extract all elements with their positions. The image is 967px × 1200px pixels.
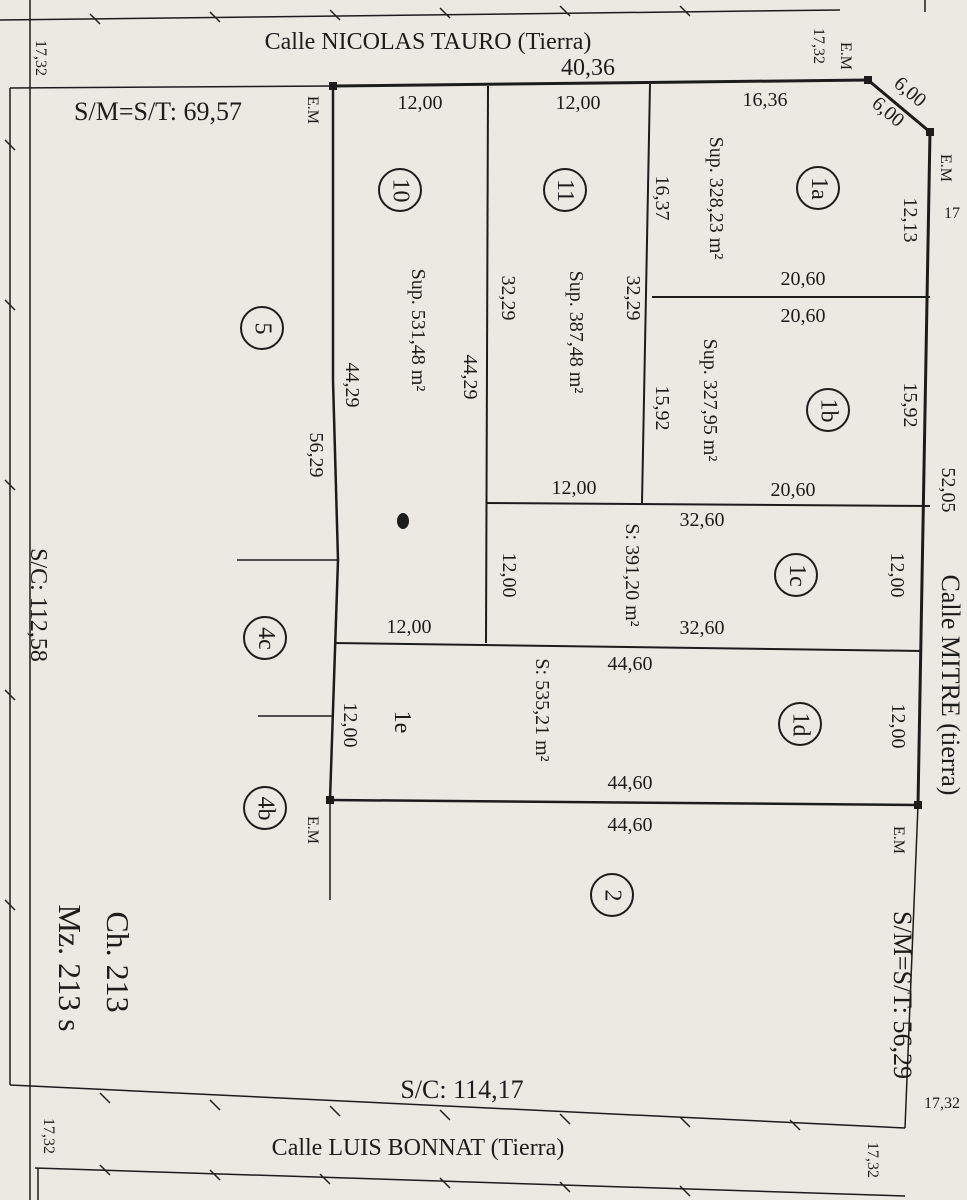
- street-mitre: Calle MITRE (tierra): [936, 574, 965, 796]
- street-luis-bonnat: Calle LUIS BONNAT (Tierra): [271, 1135, 565, 1161]
- lot-1c-left: 12,00: [498, 552, 520, 598]
- lot-1c-top: 32,60: [679, 509, 725, 531]
- block-top-total: 40,36: [561, 55, 615, 81]
- lot-11-label: 11: [552, 178, 579, 202]
- lot-1e-label: 1e: [389, 710, 415, 734]
- lot-5-circle: 5: [240, 306, 284, 350]
- lot-10-label: 10: [387, 178, 414, 202]
- lot-1a-bottom: 20,60: [780, 268, 826, 290]
- corner-measure-tr: 17,32: [810, 28, 827, 64]
- lot-1a-left: 16,37: [651, 175, 673, 221]
- lot-2-top: 44,60: [607, 814, 653, 836]
- corner-measure-br: 17,32: [924, 1095, 960, 1112]
- lot-10-top: 12,00: [397, 92, 443, 114]
- block-ch: Ch. 213: [100, 911, 136, 1013]
- lot-11-circle: 11: [543, 168, 587, 212]
- lot-1b-circle: 1b: [806, 388, 850, 432]
- marker-em-top-left: E.M: [304, 96, 321, 124]
- corner-measure-tl: 17,32: [32, 40, 49, 76]
- lot-1b-top: 20,60: [780, 305, 826, 327]
- lot-1a-right: 12,13: [899, 197, 921, 243]
- lot-10-bottom: 12,00: [386, 616, 432, 638]
- block-mz: Mz. 213 s: [52, 904, 88, 1032]
- block-sm-top-left: S/M=S/T: 69,57: [74, 97, 242, 126]
- lot-1c-circle: 1c: [774, 553, 818, 597]
- lot-2-label: 2: [599, 889, 626, 901]
- lot-1c-label: 1c: [783, 563, 810, 587]
- lot-1a-top: 16,36: [742, 89, 788, 111]
- lot-1a-sup: Sup. 328,23 m²: [705, 136, 727, 260]
- lot-5-label: 5: [249, 322, 276, 334]
- lot-1e-sup: S: 535,21 m²: [531, 658, 553, 762]
- marker-em-bottom-right: E.M: [890, 826, 907, 854]
- marker-em-bottom-left: E.M: [304, 816, 321, 844]
- lot-1b-right: 15,92: [899, 382, 921, 428]
- lot-4c-circle: 4c: [243, 616, 287, 660]
- lot-4b-circle: 4b: [243, 786, 287, 830]
- marker-em-chamfer: E.M: [937, 154, 954, 182]
- marker-em-top-right: E.M: [837, 42, 854, 70]
- street-nicolas-tauro: Calle NICOLAS TAURO (Tierra): [264, 29, 592, 55]
- lot-11-top: 12,00: [555, 92, 601, 114]
- lot-1d-circle: 1d: [778, 702, 822, 746]
- lot-11-sup: Sup. 387,48 m²: [565, 270, 587, 394]
- lot-1c-right: 12,00: [886, 552, 908, 598]
- lot-1b-left: 15,92: [651, 385, 673, 431]
- lot-10-circle: 10: [378, 168, 422, 212]
- block-sc-bottom: S/C: 114,17: [400, 1075, 524, 1104]
- lot-1a-circle: 1a: [796, 166, 840, 210]
- lot-1b-label: 1b: [815, 398, 842, 422]
- lot-1e-bottom: 44,60: [607, 772, 653, 794]
- lot-11-bottom: 12,00: [551, 477, 597, 499]
- lot-11-right: 32,29: [622, 275, 644, 321]
- lot-11-left: 32,29: [497, 275, 519, 321]
- lot-1d-right: 12,00: [887, 703, 909, 749]
- lot-1a-label: 1a: [805, 176, 832, 200]
- block-right-total: 52,05: [937, 467, 959, 513]
- lot-10-sup: Sup. 531,48 m²: [407, 268, 429, 392]
- lot-5-right: 56,29: [305, 432, 327, 478]
- lot-1c-bottom: 32,60: [679, 617, 725, 639]
- lot-10-right: 44,29: [459, 354, 481, 400]
- lot-1d-label: 1d: [787, 712, 814, 736]
- lot-2-circle: 2: [590, 873, 634, 917]
- lot-1e-top: 44,60: [607, 653, 653, 675]
- lot-1c-sup: S: 391,20 m²: [621, 523, 643, 627]
- lot-4c-label: 4c: [252, 626, 279, 650]
- lot-10-left: 44,29: [341, 362, 363, 408]
- lot-1b-sup: Sup. 327,95 m²: [699, 338, 721, 462]
- corner-measure-bottom: 17,32: [864, 1142, 881, 1178]
- block-sm-right: S/M=S/T: 56,29: [888, 911, 917, 1079]
- lot-1b-bottom: 20,60: [770, 479, 816, 501]
- lot-4b-label: 4b: [252, 796, 279, 820]
- block-sc-left: S/C: 112,58: [25, 548, 51, 662]
- lot-1e-left: 12,00: [339, 702, 361, 748]
- corner-measure-right: 17: [944, 205, 960, 222]
- corner-measure-bl: 17,32: [40, 1118, 57, 1154]
